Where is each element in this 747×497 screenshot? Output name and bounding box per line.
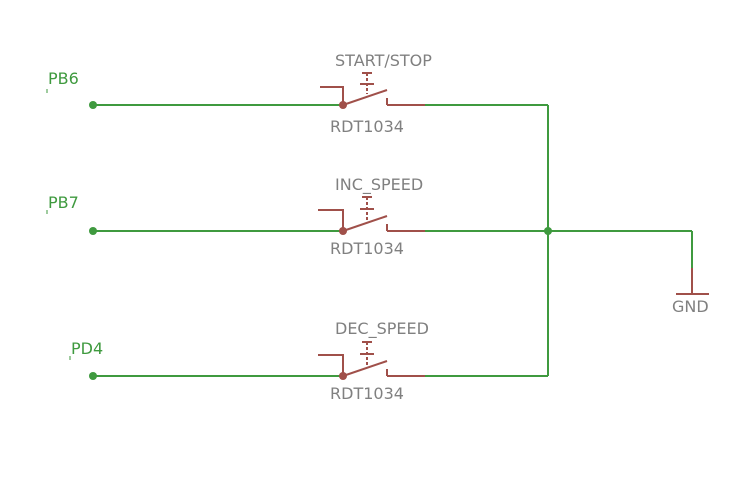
switch-row-start-stop: PB6 START/STOP RDT1034 (46, 51, 548, 136)
net-endpoint (89, 372, 97, 380)
switch-row-dec-speed: PD4 DEC_SPEED RDT1034 (69, 319, 548, 403)
switch-value-label: RDT1034 (330, 384, 404, 403)
switch-name-label: START/STOP (335, 51, 432, 70)
net-label: PB6 (48, 69, 79, 88)
net-endpoint (89, 227, 97, 235)
pushbutton-switch-icon (318, 196, 425, 235)
net-label: PD4 (71, 339, 103, 358)
switch-value-label: RDT1034 (330, 239, 404, 258)
net-label: PB7 (48, 193, 79, 212)
pushbutton-switch-icon (318, 341, 425, 380)
ground-label: GND (672, 297, 709, 316)
switch-value-label: RDT1034 (330, 117, 404, 136)
ground-symbol: GND (672, 268, 709, 316)
switch-name-label: DEC_SPEED (335, 319, 429, 339)
pushbutton-switch-icon (320, 72, 425, 109)
switch-row-inc-speed: PB7 INC_SPEED RDT1034 (46, 175, 548, 258)
bus-wiring (544, 105, 693, 376)
net-endpoint (89, 101, 97, 109)
switch-name-label: INC_SPEED (335, 175, 423, 195)
